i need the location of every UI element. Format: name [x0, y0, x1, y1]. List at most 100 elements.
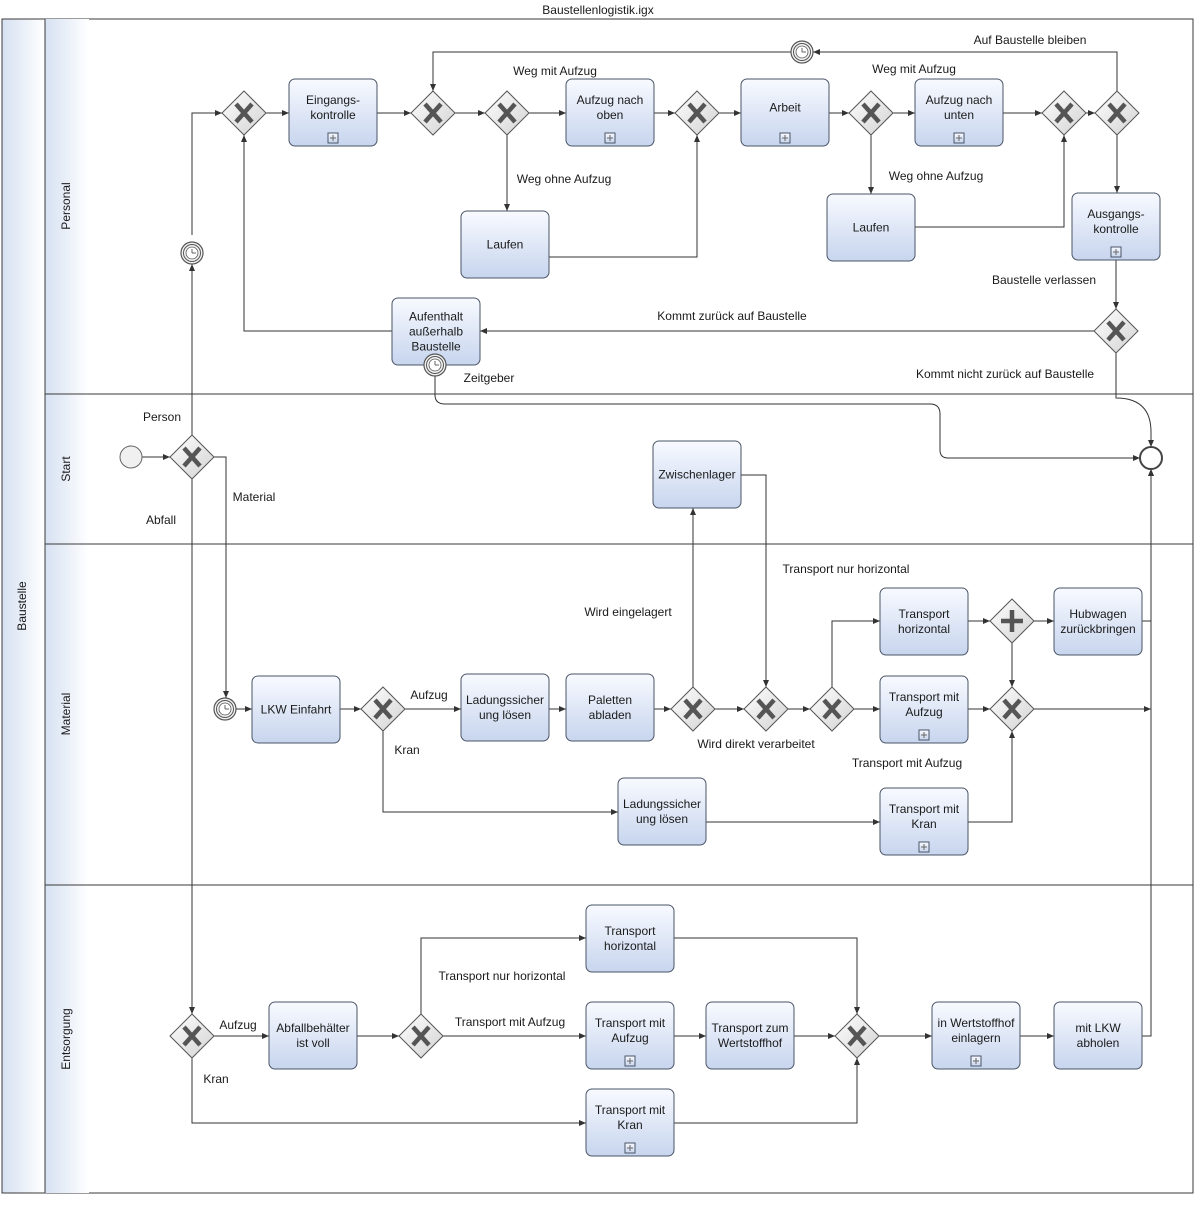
gw-m1-exclusive-gateway[interactable] — [360, 686, 406, 732]
task-label: Ladungssicher — [466, 693, 544, 707]
lane-label-start: Start — [59, 456, 73, 482]
sequence-flow[interactable] — [191, 1058, 586, 1126]
sequence-flow[interactable] — [831, 618, 880, 687]
task-label: ist voll — [296, 1036, 329, 1050]
sequence-flow[interactable] — [420, 935, 586, 1014]
task-label: Transport — [899, 607, 951, 621]
lane-label-material: Material — [59, 693, 73, 736]
sequence-flow[interactable] — [674, 937, 860, 1014]
sequence-flow[interactable] — [813, 49, 1118, 91]
task-label: Arbeit — [769, 101, 801, 115]
gw-e2-exclusive-gateway[interactable] — [398, 1013, 444, 1059]
task-label: Aufzug nach — [926, 93, 993, 107]
flow-label-weg-ohne-aufzug-1: Weg ohne Aufzug — [517, 172, 612, 186]
gw-e3-exclusive-gateway[interactable] — [834, 1013, 880, 1059]
task-laufen-2[interactable]: Laufen — [826, 193, 916, 262]
sequence-flow[interactable] — [1142, 469, 1154, 622]
gw-p6-exclusive-gateway[interactable] — [1041, 90, 1087, 136]
timer-boundary-event-zeitgeber-icon[interactable] — [423, 353, 447, 377]
sequence-flow[interactable] — [434, 376, 1140, 461]
gw-p2-exclusive-gateway[interactable] — [410, 90, 456, 136]
sequence-flow[interactable] — [1142, 469, 1154, 1037]
flow-label-weg-mit-aufzug-2: Weg mit Aufzug — [872, 62, 956, 76]
gw-p8-exclusive-gateway[interactable] — [1093, 308, 1139, 354]
task-eingangskontrolle[interactable]: Eingangs-kontrolle — [288, 78, 378, 147]
sequence-flow[interactable] — [915, 135, 1067, 228]
sequence-flow[interactable] — [674, 1058, 860, 1124]
sequence-flow[interactable] — [214, 456, 229, 698]
gw-p4-exclusive-gateway[interactable] — [674, 90, 720, 136]
timer-event-auf-baustelle-icon[interactable] — [790, 40, 814, 64]
task-arbeit[interactable]: Arbeit — [740, 78, 830, 147]
sequence-flow[interactable] — [741, 474, 769, 687]
gw-p1-exclusive-gateway[interactable] — [221, 90, 267, 136]
sequence-flow[interactable] — [191, 110, 222, 235]
sequence-flow[interactable] — [549, 135, 700, 258]
task-label: kontrolle — [310, 108, 356, 122]
gw-m4-exclusive-gateway[interactable] — [809, 686, 855, 732]
flow-label-material: Material — [233, 490, 276, 504]
task-label: Transport — [605, 924, 657, 938]
gw-m3-exclusive-gateway[interactable] — [743, 686, 789, 732]
task-ausgangskontrolle[interactable]: Ausgangs-kontrolle — [1071, 192, 1161, 261]
gw-p5-exclusive-gateway[interactable] — [848, 90, 894, 136]
flow-label-abfall: Abfall — [146, 513, 176, 527]
flow-label-weg-ohne-aufzug-2: Weg ohne Aufzug — [889, 169, 984, 183]
task-label: Aufenthalt — [409, 310, 464, 324]
task-label: Transport mit — [595, 1103, 666, 1117]
task-laufen-1[interactable]: Laufen — [460, 210, 550, 279]
gw-m5-parallel-gateway[interactable] — [989, 598, 1035, 644]
task-label: horizontal — [898, 622, 950, 636]
timer-event-person-icon[interactable] — [180, 241, 204, 265]
sequence-flow[interactable] — [1115, 353, 1154, 447]
gw-p3-exclusive-gateway[interactable] — [484, 90, 530, 136]
gw-m2-exclusive-gateway[interactable] — [670, 686, 716, 732]
subprocess-marker-icon — [1110, 246, 1122, 258]
task-label: ung lösen — [636, 812, 688, 826]
start-event-icon[interactable] — [119, 445, 143, 469]
task-label: Kran — [617, 1118, 642, 1132]
gw-e1-exclusive-gateway[interactable] — [169, 1013, 215, 1059]
timer-event-material-icon[interactable] — [213, 697, 237, 721]
task-label: Ausgangs- — [1087, 207, 1144, 221]
task-label: Aufzug — [611, 1031, 648, 1045]
flow-label-weg-mit-aufzug-1: Weg mit Aufzug — [513, 64, 597, 78]
sequence-flow[interactable] — [430, 51, 791, 91]
task-label: abholen — [1077, 1036, 1120, 1050]
task-lkw-einfahrt[interactable]: LKW Einfahrt — [251, 675, 341, 744]
end-event-icon[interactable] — [1139, 446, 1163, 470]
sequence-flow[interactable] — [382, 731, 618, 815]
task-label: Wertstoffhof — [718, 1036, 783, 1050]
gw-start-exclusive-gateway[interactable] — [169, 434, 215, 480]
task-zwischenlager[interactable]: Zwischenlager — [652, 440, 742, 509]
sequence-flow[interactable] — [241, 135, 392, 332]
flow-label-person: Person — [143, 410, 181, 424]
sequence-flow[interactable] — [968, 731, 1015, 823]
task-label: kontrolle — [1093, 222, 1139, 236]
task-label: Transport zum — [712, 1021, 789, 1035]
gw-m6-exclusive-gateway[interactable] — [989, 686, 1035, 732]
gw-p7-exclusive-gateway[interactable] — [1094, 90, 1140, 136]
subprocess-marker-icon — [624, 1142, 636, 1154]
flow-label-transport-mit-aufzug-label: Transport mit Aufzug — [852, 756, 962, 770]
